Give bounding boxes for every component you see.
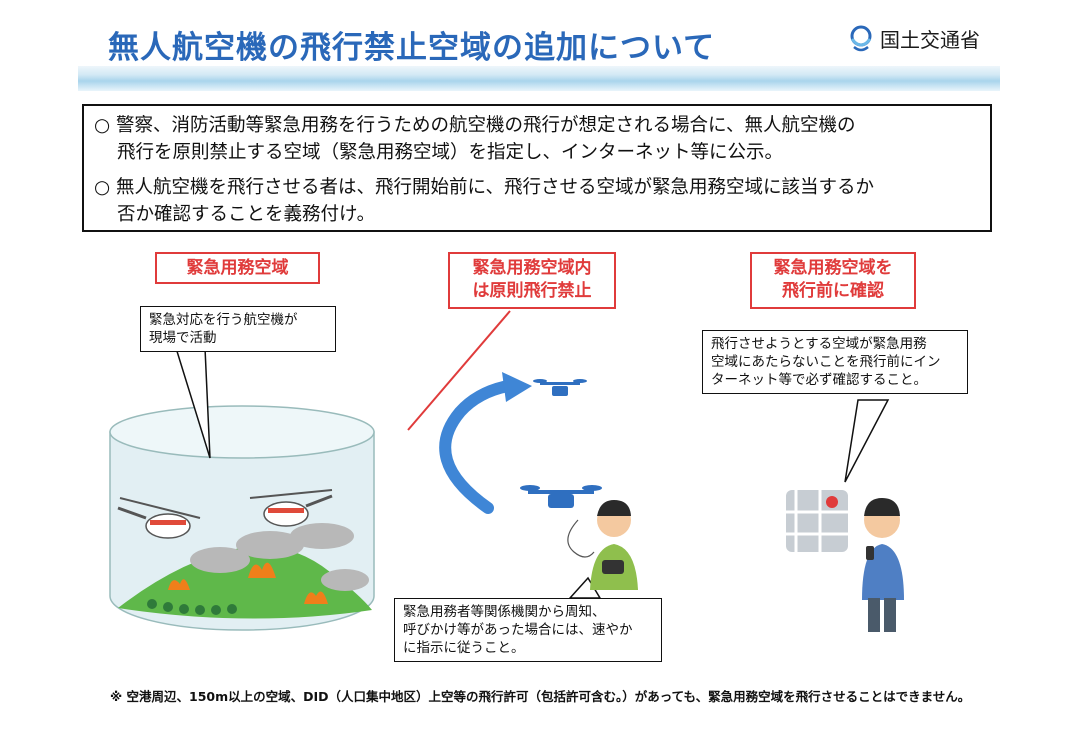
label-confirm-line-1: 緊急用務空域を — [773, 258, 893, 278]
label-confirm: 緊急用務空域を 飛行前に確認 — [750, 252, 916, 309]
bubble-check-line-1: 飛行させようとする空域が緊急用務 — [711, 336, 927, 352]
label-prohibited-line-1: 緊急用務空域内 — [472, 258, 592, 278]
helicopter-icon — [117, 497, 201, 539]
label-prohibited-line-2: は原則飛行禁止 — [472, 281, 592, 301]
bubble-tail — [844, 399, 890, 483]
bubble-comply-line-3: に指示に従うこと。 — [403, 640, 525, 656]
page-title: 無人航空機の飛行禁止空域の追加について — [108, 30, 716, 66]
curved-arrow-icon — [439, 372, 532, 514]
bubble-check: 飛行させようとする空域が緊急用務 空域にあたらないことを飛行前にイン ターネット… — [702, 330, 968, 394]
drone-icon — [520, 485, 602, 508]
bubble-aircraft-line-1: 緊急対応を行う航空機が — [149, 312, 298, 328]
control-signal — [567, 519, 595, 558]
bubble-aircraft: 緊急対応を行う航空機が 現場で活動 — [140, 306, 336, 352]
ministry-logo: 国土交通省 — [848, 24, 980, 53]
bullet-marker: ○ — [94, 115, 111, 136]
summary-point-1-line-2: 飛行を原則禁止する空域（緊急用務空域）を指定し、インターネット等に公示。 — [117, 142, 784, 163]
fire-icon — [168, 562, 328, 604]
bubble-comply-line-1: 緊急用務者等関係機関から周知、 — [403, 604, 606, 620]
header-band — [78, 66, 1000, 91]
checking-person-icon — [862, 498, 904, 632]
summary-box: ○ 警察、消防活動等緊急用務を行うための航空機の飛行が想定される場合に、無人航空… — [82, 104, 992, 232]
summary-point-2: ○ 無人航空機を飛行させる者は、飛行開始前に、飛行させる空域が緊急用務空域に該当… — [94, 174, 874, 201]
summary-point-1: ○ 警察、消防活動等緊急用務を行うための航空機の飛行が想定される場合に、無人航空… — [94, 112, 856, 139]
summary-point-2-line-1: 無人航空機を飛行させる者は、飛行開始前に、飛行させる空域が緊急用務空域に該当する… — [116, 177, 874, 198]
smoke — [190, 523, 369, 591]
pointer-arrow — [407, 310, 511, 431]
bullet-marker: ○ — [94, 177, 111, 198]
label-prohibited: 緊急用務空域内 は原則飛行禁止 — [448, 252, 616, 309]
bubble-check-line-3: ターネット等で必ず確認すること。 — [711, 372, 927, 388]
helicopter-icon — [249, 489, 333, 527]
operator-person-icon — [590, 500, 638, 590]
label-emergency-zone-text: 緊急用務空域 — [186, 258, 289, 278]
label-confirm-line-2: 飛行前に確認 — [782, 281, 884, 301]
trees — [147, 599, 237, 615]
label-emergency-zone: 緊急用務空域 — [155, 252, 320, 284]
summary-point-1-line-1: 警察、消防活動等緊急用務を行うための航空機の飛行が想定される場合に、無人航空機の — [116, 115, 856, 136]
ministry-name: 国土交通省 — [880, 28, 980, 52]
map-phone-icon — [786, 490, 848, 552]
bubble-check-line-2: 空域にあたらないことを飛行前にイン — [711, 354, 941, 370]
ministry-emblem-icon — [850, 25, 872, 51]
bubble-aircraft-line-2: 現場で活動 — [149, 330, 217, 346]
footnote: ※ 空港周辺、150m以上の空域、DID（人口集中地区）上空等の飛行許可（包括許… — [110, 689, 971, 704]
bubble-comply-line-2: 呼びかけ等があった場合には、速やか — [403, 622, 633, 638]
bubble-comply: 緊急用務者等関係機関から周知、 呼びかけ等があった場合には、速やか に指示に従う… — [394, 598, 662, 662]
summary-point-2-line-2: 否か確認することを義務付け。 — [117, 204, 376, 225]
drone-icon — [533, 379, 587, 396]
